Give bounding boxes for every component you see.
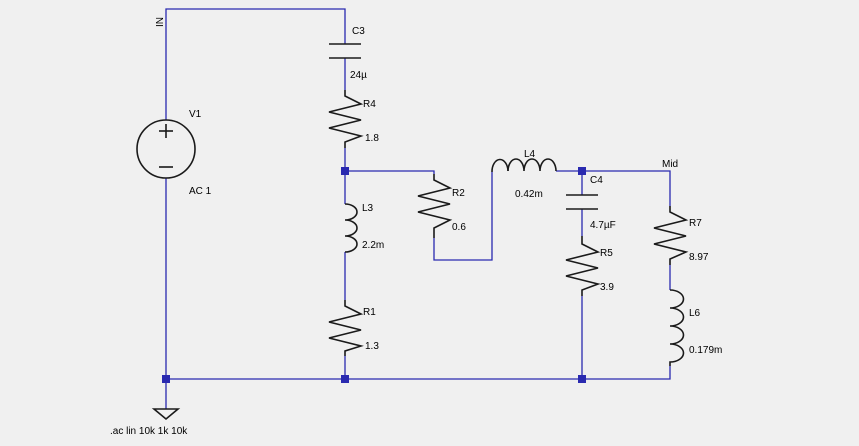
ground-icon[interactable] <box>151 408 181 421</box>
label-r1-name: R1 <box>363 307 376 318</box>
label-l4-name: L4 <box>524 149 536 160</box>
label-r5-value: 3.9 <box>600 282 614 293</box>
label-r4-value: 1.8 <box>365 133 379 144</box>
junction-dot <box>162 375 170 383</box>
label-c3-value: 24µ <box>350 70 367 81</box>
junction-dot <box>341 167 349 175</box>
label-l4-value: 0.42m <box>515 189 543 200</box>
resistor-r5[interactable] <box>565 236 601 296</box>
label-l6-name: L6 <box>689 308 701 319</box>
wire-mid[interactable] <box>582 170 671 206</box>
label-l3-name: L3 <box>362 203 374 214</box>
junction-dot <box>578 167 586 175</box>
resistor-r1[interactable] <box>328 300 364 356</box>
inductor-l4[interactable] <box>507 158 557 172</box>
junction-dot <box>341 375 349 383</box>
label-r2-name: R2 <box>452 188 465 199</box>
junctions <box>162 167 586 383</box>
inductor-l4-first-loop <box>491 158 509 173</box>
net-label-in: IN <box>155 17 166 27</box>
resistor-r4[interactable] <box>328 90 364 148</box>
label-r2-value: 0.6 <box>452 222 466 233</box>
inductor-l3[interactable] <box>344 203 358 253</box>
wire-ground-bus[interactable] <box>166 366 671 380</box>
net-label-mid: Mid <box>662 159 678 170</box>
label-r1-value: 1.3 <box>365 341 379 352</box>
inductor-l6[interactable] <box>669 289 685 366</box>
junction-dot <box>578 375 586 383</box>
label-l3-value: 2.2m <box>362 240 384 251</box>
label-r4-name: R4 <box>363 99 376 110</box>
wires <box>165 8 671 409</box>
label-v1-name: V1 <box>189 109 202 120</box>
resistor-r2[interactable] <box>417 174 453 238</box>
label-l6-value: 0.179m <box>689 345 722 356</box>
label-v1-value: AC 1 <box>189 186 212 197</box>
label-r7-value: 8.97 <box>689 252 709 263</box>
capacitor-c3[interactable] <box>329 43 361 59</box>
wire-in-top[interactable] <box>165 8 346 120</box>
wire-node-r2[interactable] <box>345 170 435 174</box>
label-r5-name: R5 <box>600 248 613 259</box>
label-c4-value: 4.7µF <box>590 220 616 231</box>
label-r7-name: R7 <box>689 218 702 229</box>
spice-directive[interactable]: .ac lin 10k 1k 10k <box>110 426 188 437</box>
label-c4-name: C4 <box>590 175 603 186</box>
voltage-source-v1[interactable] <box>136 119 196 179</box>
resistor-r7[interactable] <box>653 206 689 265</box>
capacitor-c4[interactable] <box>566 194 598 210</box>
wire-r2-l4[interactable] <box>433 172 493 261</box>
label-c3-name: C3 <box>352 26 365 37</box>
